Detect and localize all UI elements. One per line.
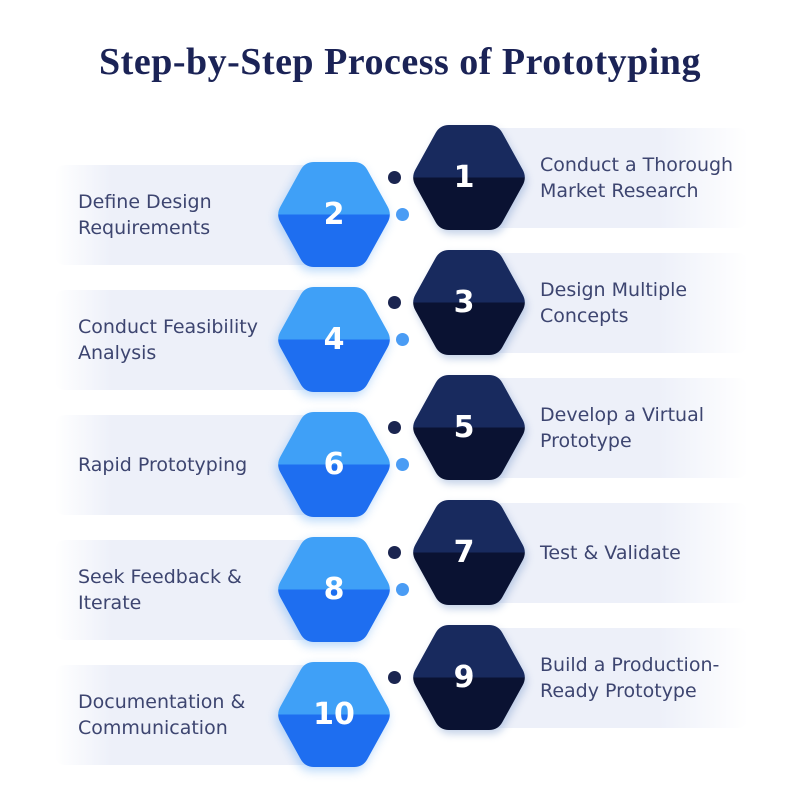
- step-label-10: Documentation & Communication: [78, 690, 246, 739]
- connector-dot-dark-2: [388, 296, 401, 309]
- step-label-2: Define Design Requirements: [78, 190, 212, 239]
- step-label-4: Conduct Feasibility Analysis: [78, 315, 258, 364]
- connector-dot-dark-5: [388, 671, 401, 684]
- step-hexagon-10: 10: [276, 662, 392, 767]
- connector-dot-blue-4: [396, 583, 409, 596]
- step-hexagon-2: 2: [276, 162, 392, 267]
- step-number-7: 7: [453, 534, 475, 570]
- step-label-6: Rapid Prototyping: [78, 453, 248, 476]
- step-number-9: 9: [453, 659, 475, 695]
- step-number-4: 4: [323, 321, 345, 357]
- step-label-5: Develop a Virtual Prototype: [540, 403, 705, 452]
- step-hexagon-5: 5: [411, 375, 527, 480]
- step-number-1: 1: [453, 159, 475, 195]
- connector-dot-blue-3: [396, 458, 409, 471]
- connector-dot-dark-3: [388, 421, 401, 434]
- step-hexagon-7: 7: [411, 500, 527, 605]
- step-number-8: 8: [323, 571, 345, 607]
- step-number-5: 5: [453, 409, 475, 445]
- step-hexagon-8: 8: [276, 537, 392, 642]
- step-hexagon-3: 3: [411, 250, 527, 355]
- step-number-10: 10: [313, 696, 355, 732]
- step-hexagon-6: 6: [276, 412, 392, 517]
- step-number-6: 6: [323, 446, 345, 482]
- step-label-3: Design Multiple Concepts: [540, 278, 688, 327]
- step-label-7: Test & Validate: [540, 541, 681, 564]
- step-hexagon-9: 9: [411, 625, 527, 730]
- connector-dot-blue-1: [396, 208, 409, 221]
- connector-dot-dark-4: [388, 546, 401, 559]
- step-hexagon-4: 4: [276, 287, 392, 392]
- step-number-3: 3: [453, 284, 475, 320]
- connector-dot-dark-1: [388, 171, 401, 184]
- page-title: Step-by-Step Process of Prototyping: [99, 41, 701, 83]
- step-hexagon-1: 1: [411, 125, 527, 230]
- connector-dot-blue-2: [396, 333, 409, 346]
- step-label-8: Seek Feedback & Iterate: [78, 565, 242, 614]
- step-label-9: Build a Production-Ready Prototype: [540, 653, 720, 702]
- step-label-1: Conduct a Thorough Market Research: [540, 153, 734, 202]
- step-number-2: 2: [323, 196, 345, 232]
